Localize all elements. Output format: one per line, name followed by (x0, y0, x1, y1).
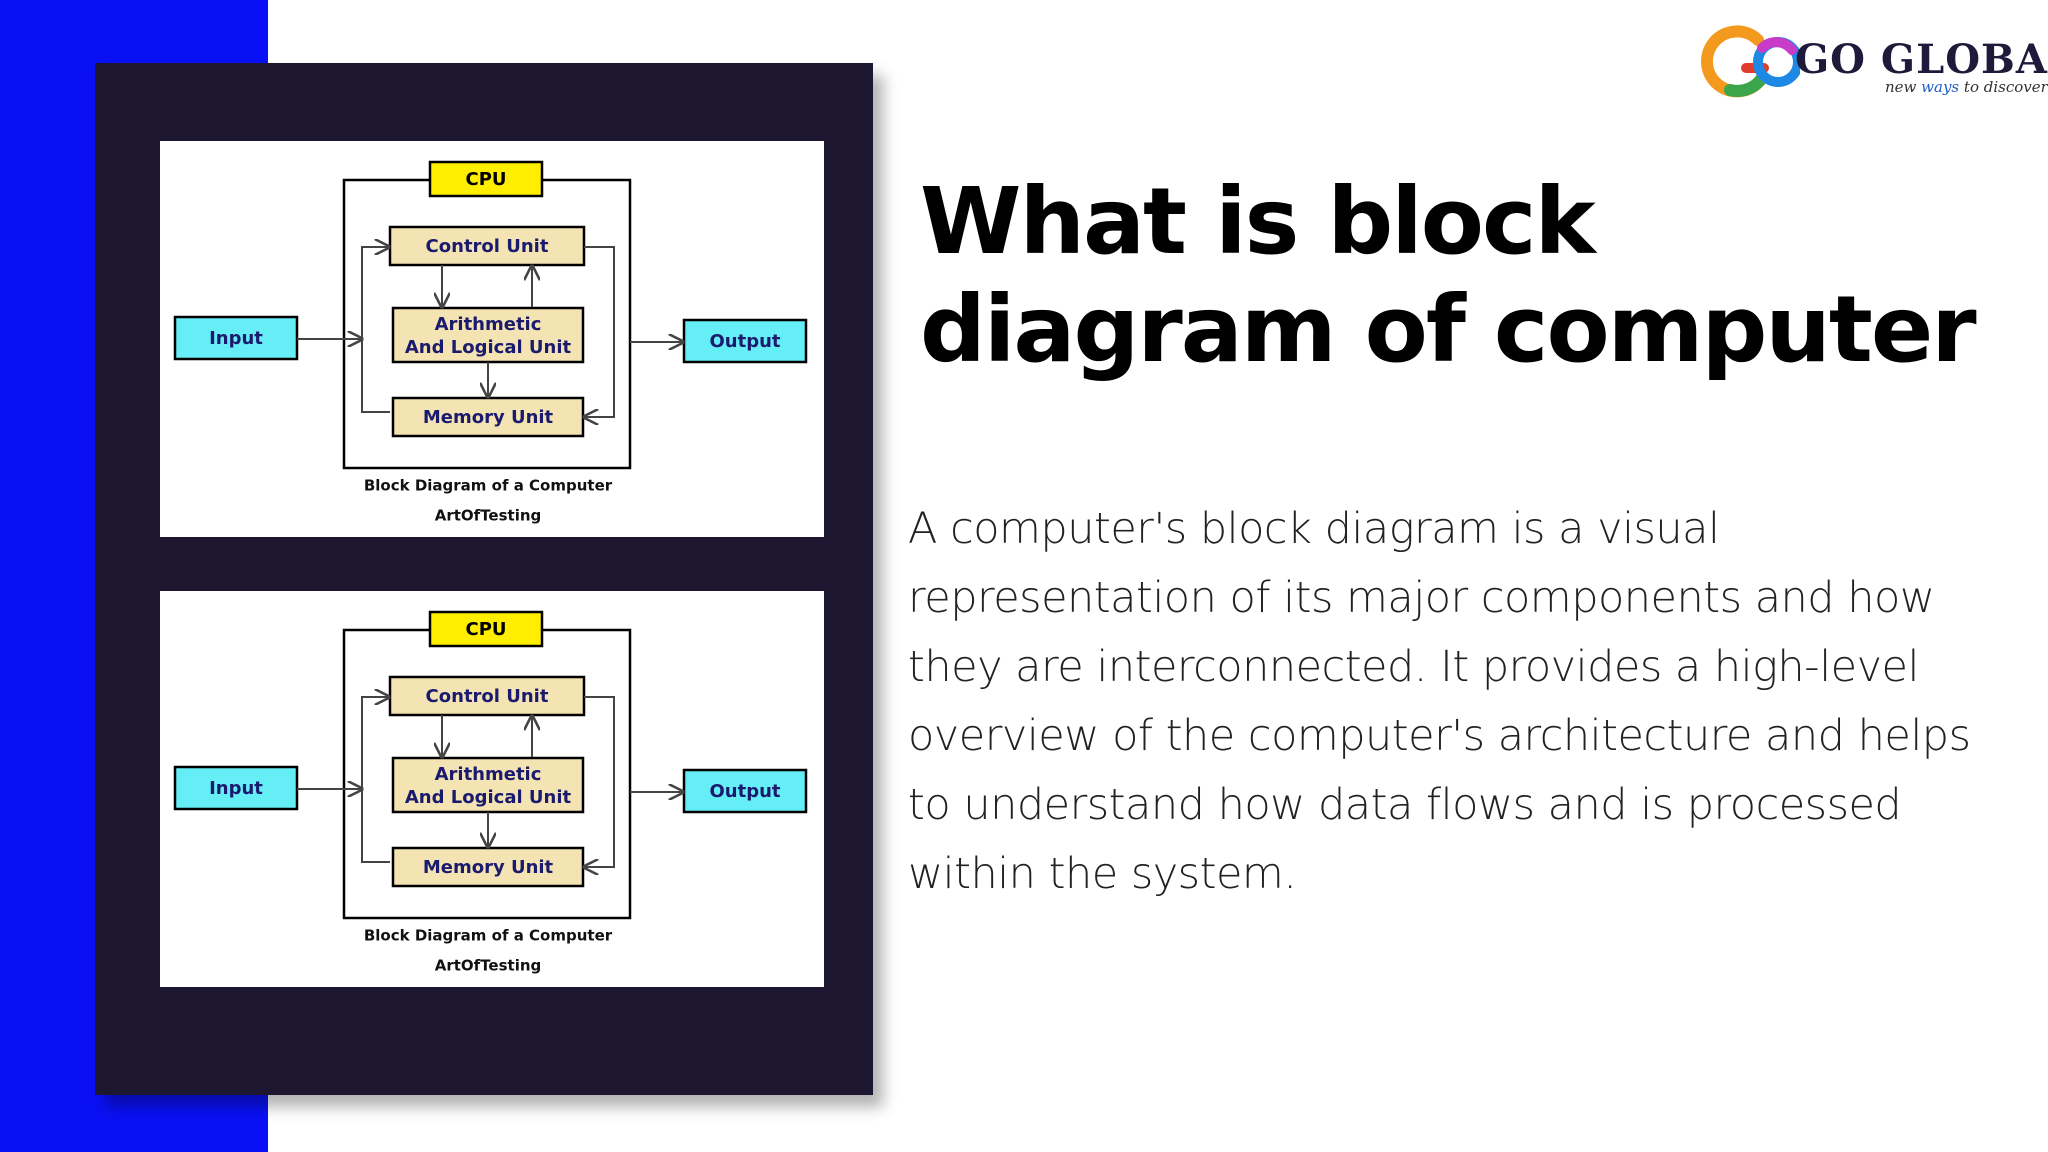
alu-label-line1: Arithmetic (435, 764, 542, 785)
alu-label-line2: And Logical Unit (405, 787, 572, 808)
memory-unit-label: Memory Unit (423, 857, 554, 878)
cpu-box (428, 160, 544, 198)
slide-body-text: A computer's block diagram is a visual r… (908, 504, 1971, 899)
control-unit-label: Control Unit (426, 236, 549, 257)
go-global-logo-icon (1701, 25, 1803, 98)
output-label: Output (709, 331, 780, 352)
diagram-source: ArtOfTesting (435, 957, 542, 975)
input-label: Input (209, 778, 263, 799)
cpu-label: CPU (465, 169, 506, 190)
cpu-box (428, 610, 544, 648)
logo-name: GO GLOBAL (1795, 36, 2048, 83)
input-box (173, 765, 299, 811)
alu-box (391, 756, 585, 814)
alu-label-line1: Arithmetic (435, 314, 542, 335)
memory-to-control-arrow (361, 247, 390, 413)
output-box (682, 768, 808, 814)
diagram-caption: Block Diagram of a Computer (364, 477, 613, 495)
memory-to-control-arrow (361, 697, 390, 863)
output-label: Output (709, 781, 780, 802)
control-to-memory-arrow (584, 696, 615, 867)
input-box (173, 315, 299, 361)
control-to-memory-arrow (584, 246, 615, 417)
diagram-source: ArtOfTesting (435, 507, 542, 525)
go-global-logo: GO GLOBAL new ways to discover (1700, 20, 2048, 104)
alu-label-line2: And Logical Unit (405, 337, 572, 358)
logo-tagline-accent: ways (1921, 78, 1960, 96)
diagram-caption: Block Diagram of a Computer (364, 927, 613, 945)
output-box (682, 318, 808, 364)
cpu-label: CPU (465, 619, 506, 640)
control-unit-label: Control Unit (426, 686, 549, 707)
slide-title: What is block diagram of computer (920, 168, 1977, 383)
logo-tagline: new ways to discover (1885, 78, 2048, 96)
memory-unit-label: Memory Unit (423, 407, 554, 428)
input-label: Input (209, 328, 263, 349)
logo-tagline-prefix: new (1885, 78, 1917, 96)
logo-tagline-suffix: to discover (1963, 78, 2048, 96)
control-unit-box (388, 225, 586, 267)
